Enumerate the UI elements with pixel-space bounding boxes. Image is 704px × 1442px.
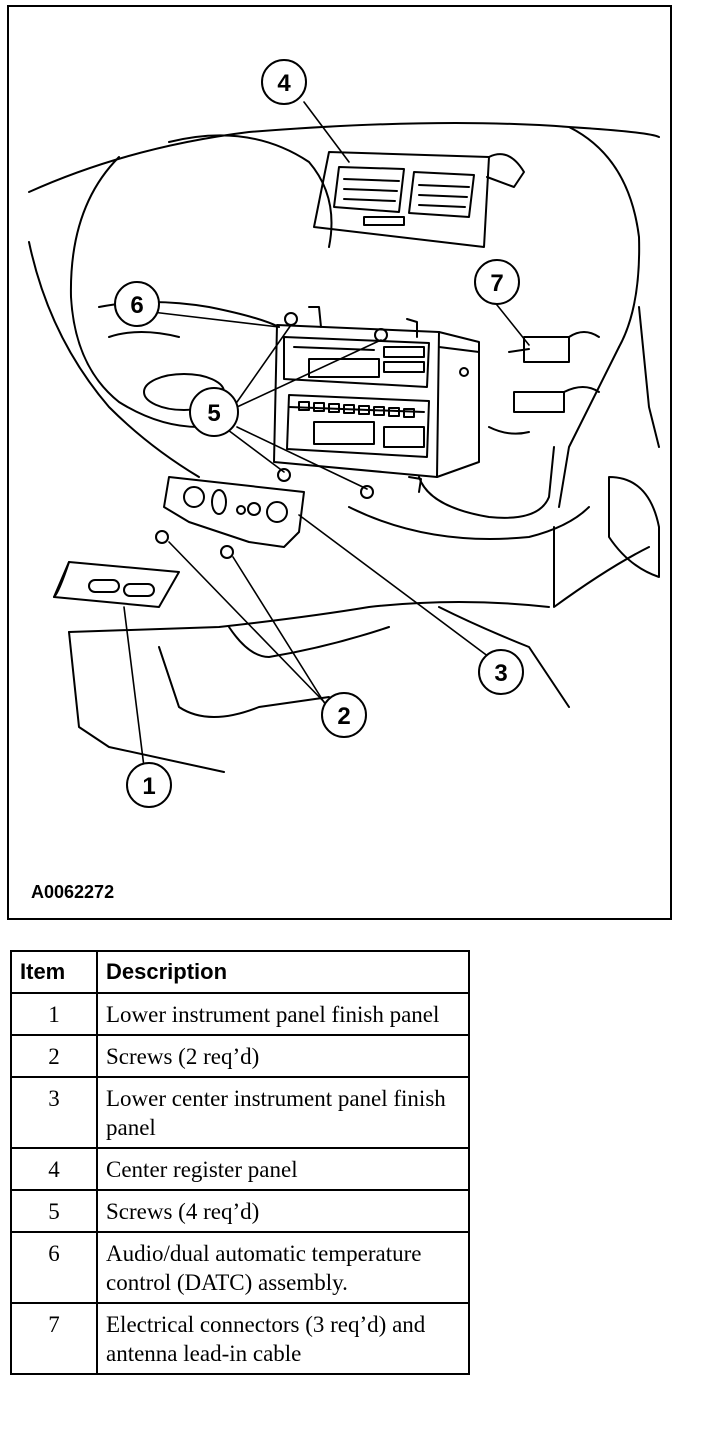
legend-row: 1 Lower instrument panel finish panel [10,992,470,1036]
callout-1 [126,762,172,808]
legend-item: 5 [10,1189,98,1233]
illustration-frame: 4 6 7 5 3 2 1 A0062272 [7,5,672,920]
steering-wheel-inner [168,134,333,248]
callout-2 [321,692,367,738]
dashboard-illustration: 4 6 7 5 3 2 1 [28,59,660,808]
center-register-panel [313,151,525,248]
lower-dash-front [68,631,225,773]
screws-2 [155,530,234,559]
right-vent [608,476,660,578]
legend-row: 4 Center register panel [10,1147,470,1191]
lower-dash-curve [228,626,390,658]
right-panel [558,346,620,508]
legend-item: 7 [10,1302,98,1375]
lower-dash [68,601,550,633]
legend-description: Center register panel [96,1147,470,1191]
dash-right-edge [568,126,641,348]
callout-label-5: 5 [207,400,220,427]
callout-3 [478,649,524,695]
legend-description: Screws (2 req’d) [96,1034,470,1078]
legend-row: 7 Electrical connectors (3 req’d) and an… [10,1302,470,1375]
audio-datc-assembly [273,324,480,478]
callout-label-1: 1 [142,773,155,800]
legend-header-item: Item [10,950,98,994]
legend-description: Lower instrument panel finish panel [96,992,470,1036]
legend-description: Screws (4 req’d) [96,1189,470,1233]
electrical-connectors [488,331,600,435]
screws-5 [277,306,422,499]
leader-lines [123,101,530,768]
legend-row: 2 Screws (2 req’d) [10,1034,470,1078]
lower-dash-side [158,646,330,718]
legend-item: 1 [10,992,98,1036]
steering-wheel [69,156,200,428]
legend-description: Audio/dual automatic temperature control… [96,1231,470,1304]
dash-top-edge [28,122,660,193]
legend-row: 5 Screws (4 req’d) [10,1189,470,1233]
legend-table: Item Description 1 Lower instrument pane… [10,950,470,1375]
steering-column [108,331,180,338]
callout-label-3: 3 [494,660,507,687]
legend-item: 6 [10,1231,98,1304]
callout-6 [114,281,160,327]
tunnel [438,606,570,708]
legend-header-description: Description [96,950,470,994]
legend-header-row: Item Description [10,950,470,994]
legend-description: Electrical connectors (3 req’d) and ante… [96,1302,470,1375]
lower-center-finish-panel [163,476,305,548]
callout-7 [474,259,520,305]
console-side [553,526,650,608]
callout-label-2: 2 [337,703,350,730]
lower-finish-panel [53,561,180,608]
legend-row: 6 Audio/dual automatic temperature contr… [10,1231,470,1304]
callout-label-7: 7 [490,270,503,297]
console-wall [418,446,555,519]
console-floor [348,506,590,540]
callout-4 [261,59,307,105]
callout-5 [189,387,239,437]
legend-item: 2 [10,1034,98,1078]
legend-item: 3 [10,1076,98,1149]
legend-description: Lower center instrument panel finish pan… [96,1076,470,1149]
legend-row: 3 Lower center instrument panel finish p… [10,1076,470,1149]
glovebox-line [638,306,660,448]
dash-left-curve [28,241,200,478]
callout-label-4: 4 [277,70,291,97]
figure-id: A0062272 [31,882,115,902]
legend-item: 4 [10,1147,98,1191]
callout-label-6: 6 [130,292,143,319]
